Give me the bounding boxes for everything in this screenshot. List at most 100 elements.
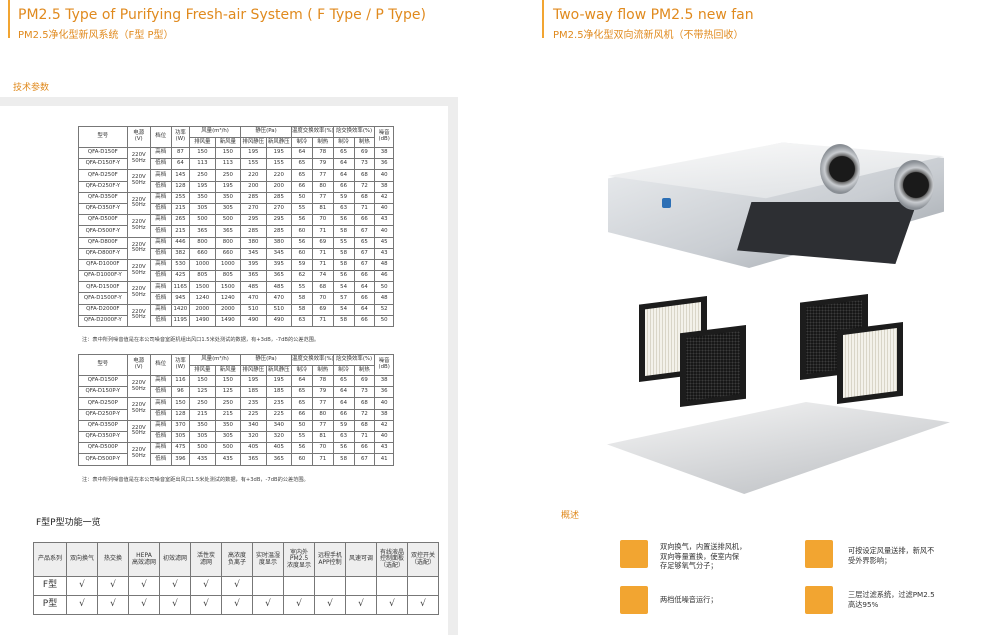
data-cell: 220 <box>265 169 293 182</box>
data-cell: 64 <box>332 158 355 171</box>
data-cell: 38 <box>374 180 394 193</box>
data-cell: 150 <box>214 146 242 160</box>
data-cell: 58 <box>332 247 355 260</box>
data-cell: 55 <box>291 430 313 444</box>
data-cell: 48 <box>374 258 394 272</box>
data-cell: 490 <box>240 314 267 328</box>
spec-header-cell: 噪音 (dB) <box>374 354 394 376</box>
product-series-cell: F型 <box>33 576 67 596</box>
data-cell: 50 <box>291 191 313 204</box>
power-cell: 220V 50Hz <box>126 419 151 444</box>
check-mark-cell: √ <box>221 595 253 615</box>
data-cell: 66 <box>353 270 376 283</box>
data-cell: 40 <box>374 225 394 238</box>
function-header-cell: 远程手机 APP控制 <box>314 542 346 577</box>
data-cell: 305 <box>214 202 242 216</box>
data-cell: 80 <box>311 408 334 421</box>
data-cell: 370 <box>170 419 191 432</box>
data-cell: 低档 <box>149 158 172 171</box>
data-cell: 72 <box>353 180 376 193</box>
data-cell: 62 <box>291 270 313 283</box>
check-mark-cell: √ <box>66 576 98 596</box>
data-cell: 高档 <box>149 191 172 204</box>
spec-header-cell: 档位 <box>149 354 172 376</box>
spec-header-cell: 型号 <box>78 126 128 148</box>
data-cell: 78 <box>311 146 334 160</box>
data-cell: 1500 <box>214 281 242 294</box>
data-cell: 高档 <box>149 236 172 249</box>
data-cell: 60 <box>291 247 313 260</box>
data-cell: 高档 <box>149 303 172 316</box>
data-cell: 800 <box>189 236 216 249</box>
data-cell: 81 <box>311 430 334 444</box>
data-cell: 38 <box>374 146 394 160</box>
spec-subheader-cell: 排风量 <box>189 137 216 148</box>
data-cell: 67 <box>353 225 376 238</box>
data-cell: 1000 <box>214 258 242 272</box>
power-cell: 220V 50Hz <box>126 397 151 421</box>
data-cell: 低档 <box>149 270 172 283</box>
data-cell: 185 <box>265 386 293 399</box>
data-cell: 69 <box>311 236 334 249</box>
data-cell: 500 <box>214 214 242 227</box>
spec-header-cell: 风量(m³/h) <box>189 354 242 366</box>
model-cell: QFA-D1000F <box>78 258 128 272</box>
data-cell: 41 <box>374 453 394 466</box>
data-cell: 235 <box>240 397 267 410</box>
data-cell: 365 <box>265 270 293 283</box>
check-mark-cell: √ <box>97 595 129 615</box>
data-cell: 40 <box>374 430 394 444</box>
left-title: PM2.5 Type of Purifying Fresh-air System… <box>18 7 426 23</box>
data-cell: 79 <box>311 158 334 171</box>
data-cell: 446 <box>170 236 191 249</box>
f-table-note: 注：表中所列噪音值是在本公司噪音室距机组出风口1.5米处测试的数据，有+3dB，… <box>82 337 320 343</box>
data-cell: 945 <box>170 292 191 305</box>
data-cell: 145 <box>170 169 191 182</box>
spec-subheader-cell: 排风静压 <box>240 365 267 376</box>
spec-header-cell: 功率 (W) <box>170 126 191 148</box>
data-cell: 200 <box>240 180 267 193</box>
data-cell: 高档 <box>149 214 172 227</box>
model-cell: QFA-D1000F-Y <box>78 270 128 283</box>
feature-set-airflow: 可按设定风量送排，新风不 受外界影响； <box>848 546 935 565</box>
data-cell: 45 <box>374 236 394 249</box>
check-mark-cell: √ <box>190 576 222 596</box>
data-cell: 59 <box>332 191 355 204</box>
data-cell: 高档 <box>149 397 172 410</box>
check-mark-cell: √ <box>345 595 377 615</box>
data-cell: 395 <box>240 258 267 272</box>
brand-badge-icon <box>662 198 671 208</box>
data-cell: 54 <box>332 303 355 316</box>
data-cell: 50 <box>374 314 394 328</box>
spec-header-cell: 焓交换效率(%) <box>332 126 376 138</box>
model-cell: QFA-D500P-Y <box>78 453 128 466</box>
check-mark-cell: √ <box>314 595 346 615</box>
data-cell: 55 <box>291 281 313 294</box>
function-header-cell: HEPA 高效滤网 <box>128 542 160 577</box>
data-cell: 365 <box>240 453 267 466</box>
spec-header-cell: 温度交换效率(%) <box>291 126 334 138</box>
data-cell: 56 <box>332 442 355 455</box>
check-mark-cell: √ <box>407 595 439 615</box>
data-cell: 59 <box>332 419 355 432</box>
data-cell: 66 <box>332 180 355 193</box>
check-mark-cell: √ <box>221 576 253 596</box>
low-noise-icon <box>620 586 648 614</box>
data-cell: 77 <box>311 397 334 410</box>
data-cell: 125 <box>189 386 216 399</box>
data-cell: 38 <box>374 408 394 421</box>
data-cell: 65 <box>332 146 355 160</box>
data-cell: 66 <box>353 314 376 328</box>
data-cell: 42 <box>374 419 394 432</box>
data-cell: 2000 <box>189 303 216 316</box>
data-cell: 195 <box>214 180 242 193</box>
data-cell: 125 <box>214 386 242 399</box>
model-cell: QFA-D500P <box>78 442 128 455</box>
